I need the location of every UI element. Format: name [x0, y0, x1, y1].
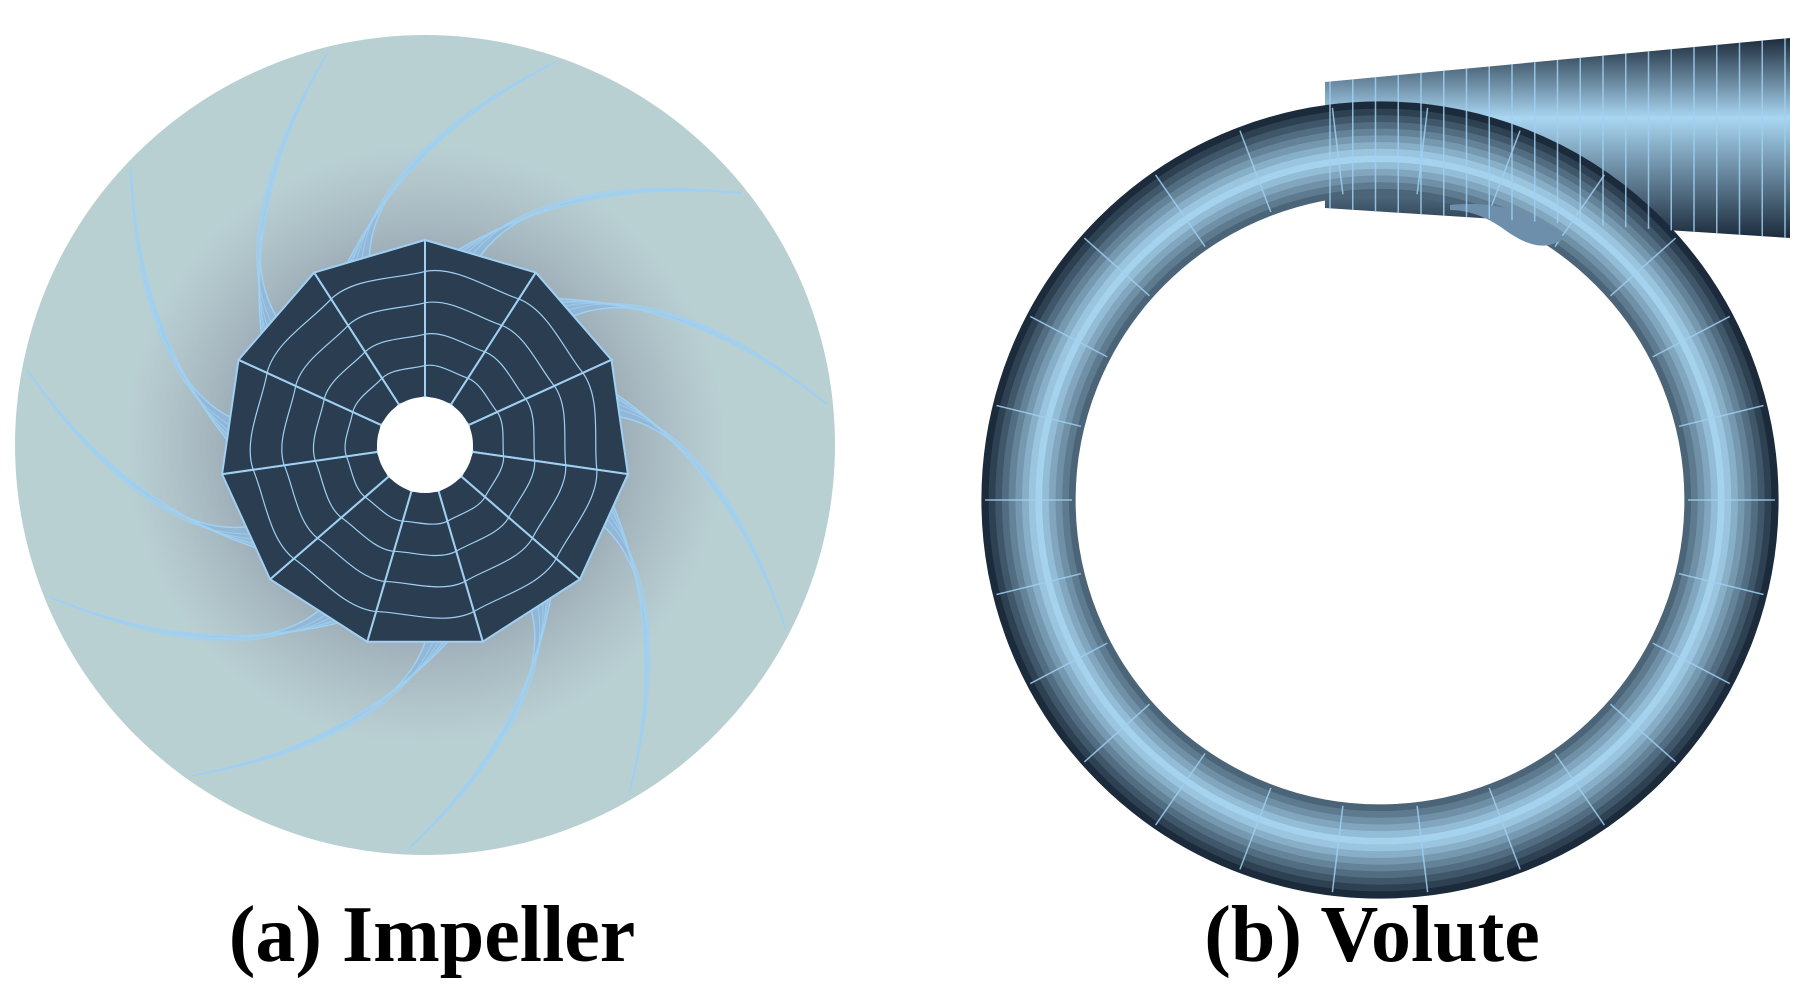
hub-mesh-line	[323, 351, 366, 400]
volute-shade-band	[1041, 161, 1719, 839]
hub-mesh-line	[317, 537, 385, 583]
volute-mesh-line	[1239, 130, 1272, 213]
hub-mesh-line	[484, 351, 527, 400]
hub-mesh-line	[501, 324, 555, 387]
volute-mesh-line	[1610, 703, 1677, 763]
hub-mesh-line	[340, 517, 394, 552]
hub-mesh-line	[347, 302, 426, 326]
volute-mesh-line	[1416, 805, 1429, 893]
volute-mesh-line	[996, 404, 1082, 428]
hub-mesh-line	[384, 580, 466, 588]
volute-shade-band	[1021, 141, 1739, 859]
hub-mesh-line	[555, 469, 598, 559]
hub-mesh-line	[293, 558, 377, 613]
hub-mesh-line	[464, 537, 533, 582]
hub-mesh-line	[508, 460, 536, 518]
hub-mesh-line	[424, 301, 503, 326]
volute-mesh-line	[1652, 642, 1731, 685]
shaft-hole	[377, 397, 473, 493]
volute-mesh-line	[1331, 107, 1344, 195]
volute-mesh-line	[1083, 703, 1150, 763]
hub-mesh-line	[553, 385, 567, 466]
hub-mesh-line	[344, 411, 354, 457]
hub-mesh-line	[484, 456, 505, 498]
hub-mesh-line	[330, 270, 426, 300]
impeller-hub	[220, 238, 630, 644]
volute-mesh-line	[1652, 315, 1731, 358]
volute-tongue	[1450, 204, 1565, 246]
volute-mesh-line	[1678, 404, 1764, 428]
caption-volute: (b) Volute	[1204, 891, 1540, 979]
hub-mesh-line	[312, 398, 325, 461]
hub-mesh-line	[531, 465, 567, 539]
volute-mesh-line	[1416, 107, 1429, 195]
volute-mesh-line	[1488, 787, 1521, 870]
hub-mesh-line	[266, 298, 332, 374]
hub-mesh-line	[447, 496, 486, 522]
hub-mesh-line	[252, 469, 295, 560]
volute-mesh-line	[1154, 753, 1206, 826]
volute-shade-band	[1028, 148, 1732, 852]
hub-mesh-line	[582, 372, 598, 470]
hub-mesh-line	[314, 460, 342, 519]
hub-mesh-line	[352, 377, 383, 413]
hub-mesh-line	[424, 333, 486, 353]
hub-mesh-line	[393, 550, 457, 557]
hub-mesh-line	[364, 333, 426, 353]
hub-mesh-line	[295, 324, 349, 387]
hub-mesh-line	[525, 398, 536, 461]
volute-shade-band	[1034, 154, 1726, 846]
impeller-diagram	[15, 35, 835, 855]
volute-outlet-mesh	[1329, 38, 1786, 238]
hub-mesh-line	[364, 496, 403, 522]
volute-mesh-line	[1083, 237, 1150, 297]
volute-mesh-line	[1488, 130, 1521, 213]
hub-mesh-line	[249, 372, 268, 470]
volute-mesh-line	[1154, 174, 1206, 247]
volute-diagram	[981, 38, 1790, 899]
hub-mesh-line	[424, 364, 469, 379]
hub-mesh-line	[518, 298, 584, 374]
hub-mesh-line	[376, 610, 475, 619]
hub-mesh-line	[496, 411, 505, 457]
volute-mesh-line	[1029, 315, 1108, 358]
volute-mesh-line	[1029, 642, 1108, 685]
hub-mesh-line	[473, 558, 557, 613]
volute-mesh-line	[1610, 237, 1677, 297]
hub-mesh-line	[424, 269, 520, 300]
volute-shade-band	[1068, 188, 1692, 812]
volute-mesh-line	[996, 572, 1082, 596]
hub-mesh-line	[345, 456, 366, 498]
hub-mesh-line	[381, 365, 426, 379]
caption-impeller: (a) Impeller	[228, 891, 636, 979]
hub-mesh-line	[281, 385, 297, 466]
hub-mesh-line	[283, 465, 318, 539]
volute-mesh-line	[1554, 753, 1606, 826]
volute-mesh-line	[1678, 572, 1764, 596]
volute-shade-band	[1061, 181, 1699, 819]
volute-mesh-line	[1331, 805, 1344, 893]
volute-mesh-line	[1239, 787, 1272, 870]
hub-mesh-line	[467, 377, 498, 413]
volute-casing	[981, 101, 1779, 899]
hub-mesh-line	[455, 517, 510, 552]
hub-mesh-line	[402, 520, 448, 525]
volute-shade-band	[1055, 175, 1705, 825]
volute-shade-band	[1048, 168, 1712, 832]
